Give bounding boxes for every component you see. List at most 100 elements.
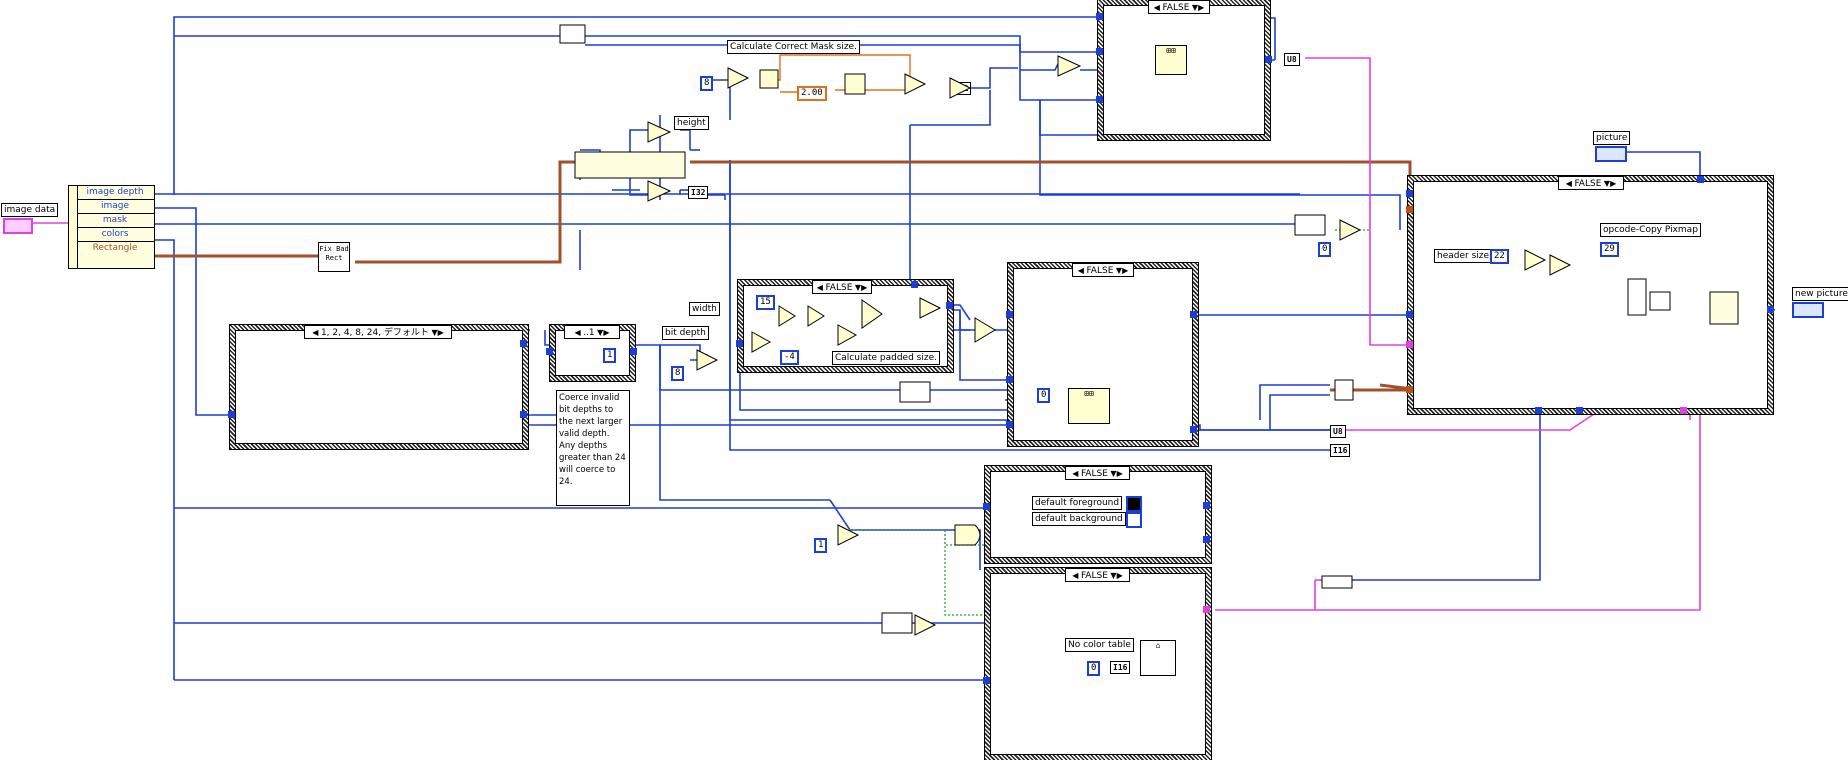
case-selector-top[interactable]: ◀ FALSE ▼▶	[1148, 0, 1210, 14]
multiply-node-mask	[949, 77, 972, 99]
to-i32-height[interactable]: I32	[688, 186, 709, 199]
max-node	[974, 317, 996, 343]
tunnel	[546, 348, 553, 355]
unbundle-field-rectangle: Rectangle	[76, 241, 154, 255]
tunnel	[1096, 13, 1103, 20]
case-selector-depth[interactable]: ◀ 1, 2, 4, 8, 24, デフォルト ▼▶	[304, 325, 452, 339]
concat-picture-node	[1709, 291, 1739, 325]
tunnel	[1006, 311, 1013, 318]
to-i16-mid[interactable]: I16	[1330, 444, 1351, 457]
less-than-node	[1057, 55, 1082, 77]
const-0-mask[interactable]: 0	[1318, 242, 1332, 257]
picture-label: picture	[1593, 131, 1631, 145]
fix-bad-rect-subvi[interactable]: Fix Bad Rect	[318, 242, 350, 272]
greater-than-node-padded	[861, 299, 883, 329]
add-node-mask	[904, 73, 927, 95]
subtract-node-height	[647, 121, 672, 143]
case-selector-default-colors[interactable]: ◀ FALSE ▼▶	[1065, 466, 1130, 480]
const-22[interactable]: 22	[1490, 249, 1509, 264]
to-i16-colortable[interactable]: I16	[1110, 661, 1131, 674]
tunnel	[1006, 421, 1013, 428]
tunnel	[1406, 386, 1413, 393]
tunnel	[911, 281, 918, 288]
case-selector-padded[interactable]: ◀ FALSE ▼▶	[812, 280, 872, 294]
image-data-label: image data	[1, 203, 59, 217]
tunnel	[736, 340, 743, 347]
multiply-node-width	[751, 331, 772, 353]
greater-than-node-depth	[696, 349, 719, 371]
tunnel	[1265, 56, 1272, 63]
const-8-depth[interactable]: 8	[671, 366, 685, 381]
comment-coerce: Coerce invalid bit depths to the next la…	[556, 390, 630, 506]
add-node-header-1	[1524, 249, 1547, 271]
array-subset-node-top[interactable]: ⊞⊞	[1155, 45, 1187, 75]
default-background-swatch[interactable]	[1126, 512, 1142, 528]
quotient-remainder-node	[844, 73, 866, 95]
default-foreground-swatch[interactable]	[1126, 496, 1142, 512]
case-selector-right[interactable]: ◀ FALSE ▼▶	[1558, 176, 1624, 190]
image-data-terminal[interactable]	[3, 218, 33, 234]
const-0-mid[interactable]: 0	[1037, 388, 1051, 403]
unbundle-field-mask: mask	[76, 213, 154, 227]
default-foreground-label: default foreground	[1032, 496, 1123, 510]
const-0-colortable[interactable]: 0	[1087, 661, 1101, 676]
unbundle-rect-node	[574, 151, 686, 179]
tunnel	[983, 677, 990, 684]
array-size-node-image	[899, 381, 931, 403]
case-selector-range[interactable]: ◀ ..1 ▼▶	[564, 325, 620, 339]
tunnel	[1406, 190, 1413, 197]
tunnel	[1190, 426, 1197, 433]
default-background-label: default background	[1032, 512, 1126, 526]
tunnel	[946, 302, 953, 309]
new-picture-terminal[interactable]	[1792, 302, 1824, 318]
const-8[interactable]: 8	[700, 76, 714, 91]
case-selector-color-table[interactable]: ◀ FALSE ▼▶	[1065, 568, 1130, 582]
tunnel	[1190, 311, 1197, 318]
bundle-colors-node	[1334, 379, 1354, 401]
unbundle-field-colors: colors	[76, 227, 154, 241]
tunnel	[520, 340, 527, 347]
array-size-node-mask	[1294, 214, 1326, 236]
tunnel	[1406, 341, 1413, 348]
array-size-node-top	[559, 24, 586, 44]
empty-array-node[interactable]: ⌂	[1140, 640, 1176, 676]
equal-zero-node	[807, 305, 825, 327]
tunnel	[1096, 48, 1103, 55]
picture-terminal[interactable]	[1595, 146, 1627, 162]
const-1-range[interactable]: 1	[603, 348, 617, 363]
const-neg4[interactable]: -4	[780, 350, 799, 365]
add-node-header-2	[1549, 254, 1572, 276]
case-structure-right[interactable]	[1407, 175, 1774, 415]
tunnel	[1697, 176, 1704, 183]
and-node-eq	[954, 524, 981, 546]
greater-than-zero-node	[914, 614, 937, 636]
not-equal-node	[1339, 219, 1362, 241]
const-1-eq[interactable]: 1	[814, 538, 828, 553]
tunnel	[1767, 306, 1774, 313]
case-structure-depth[interactable]	[229, 324, 529, 450]
tunnel	[1576, 407, 1583, 414]
tunnel	[630, 348, 637, 355]
opcode-label: opcode-Copy Pixmap	[1600, 223, 1701, 237]
picture-constant-node	[1321, 575, 1353, 589]
width-label: width	[689, 302, 720, 316]
new-picture-label: new picture	[1792, 287, 1848, 301]
const-15[interactable]: 15	[756, 295, 775, 310]
tunnel	[1406, 311, 1413, 318]
to-u8-mid[interactable]: U8	[1330, 425, 1346, 438]
tunnel	[520, 411, 527, 418]
unbundle-by-name[interactable]: image depth image mask colors Rectangle	[75, 185, 155, 269]
tunnel	[228, 411, 235, 418]
case-selector-mid[interactable]: ◀ FALSE ▼▶	[1072, 263, 1134, 277]
const-2-00[interactable]: 2.00	[797, 86, 827, 101]
tunnel	[1203, 502, 1210, 509]
equal-node	[837, 524, 860, 546]
tunnel	[1406, 206, 1413, 213]
const-29[interactable]: 29	[1600, 242, 1619, 257]
comment-padded-size: Calculate padded size.	[832, 351, 940, 365]
multiply-node-padded	[919, 297, 942, 319]
array-subset-node-mid[interactable]: ⊞⊞	[1068, 388, 1110, 424]
to-u8-top[interactable]: U8	[1284, 53, 1300, 66]
